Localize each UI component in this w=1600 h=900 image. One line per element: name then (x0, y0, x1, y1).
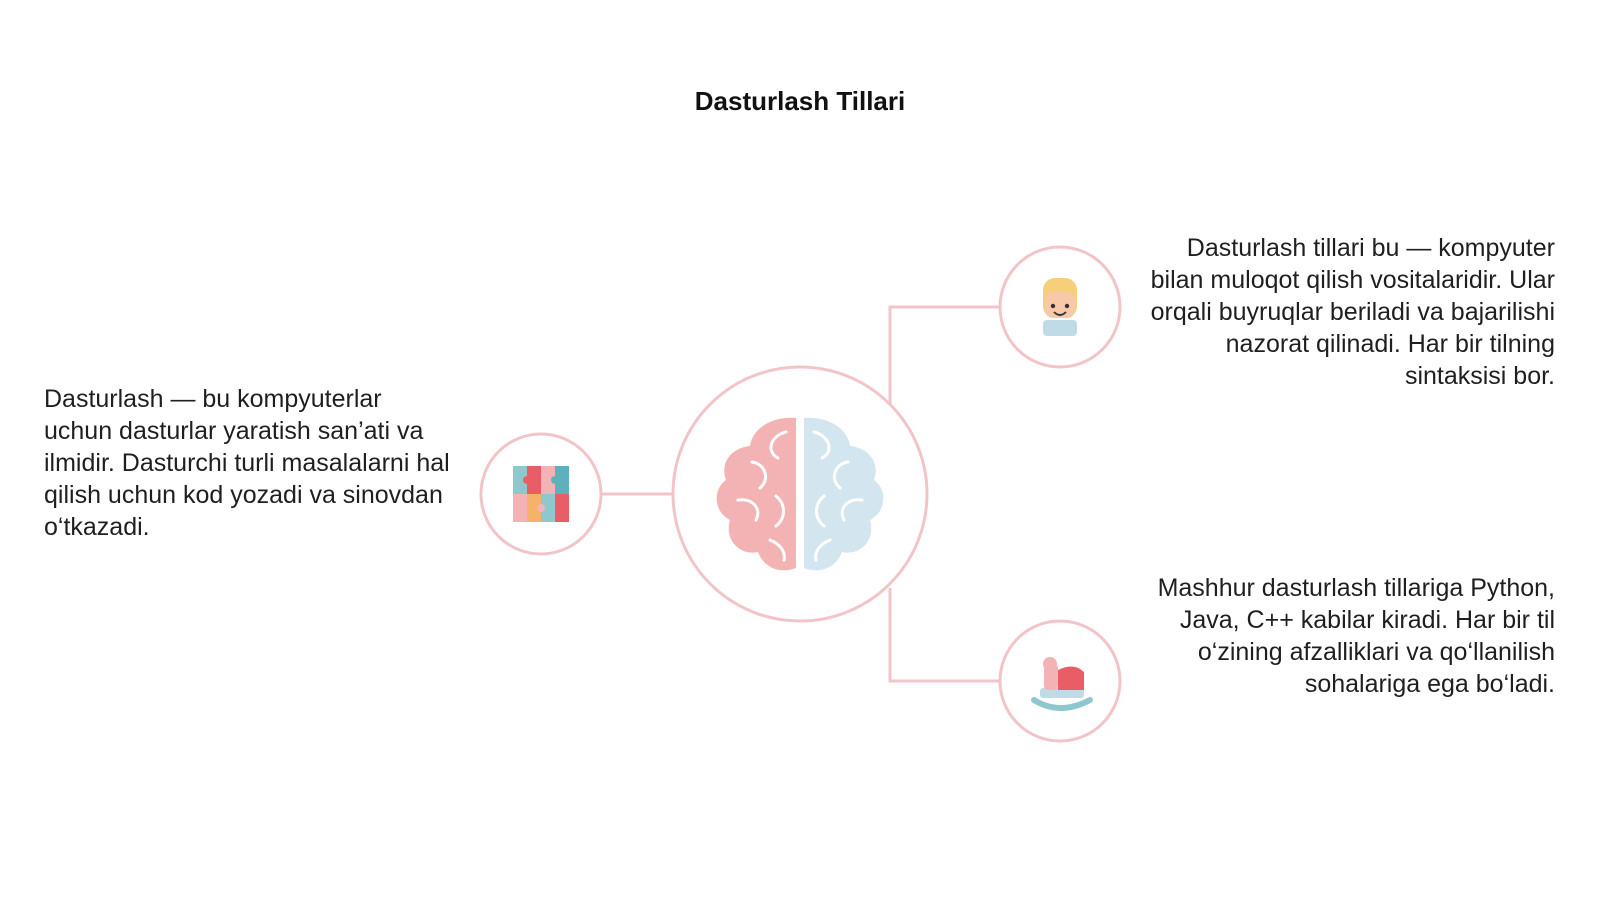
brain-icon (716, 416, 884, 571)
right-top-description: Dasturlash tillari bu — kompyuter bilan … (1150, 234, 1555, 390)
connector-right-bottom (888, 588, 1000, 683)
left-node (479, 432, 603, 556)
center-node (671, 365, 929, 623)
rocking-horse-icon (1031, 657, 1093, 711)
connectors (601, 305, 1000, 683)
puzzle-icon (513, 466, 569, 522)
right-bottom-description: Mashhur dasturlash tillariga Python, Jav… (1157, 574, 1555, 698)
slide-title: Dasturlash Tillari (694, 86, 906, 116)
left-description: Dasturlash — bu kompyuterlar uchun dastu… (44, 385, 450, 541)
connector-right-top (888, 305, 1000, 404)
right-top-node (998, 245, 1122, 369)
child-avatar-icon (1043, 278, 1077, 336)
right-bottom-node (998, 619, 1122, 743)
